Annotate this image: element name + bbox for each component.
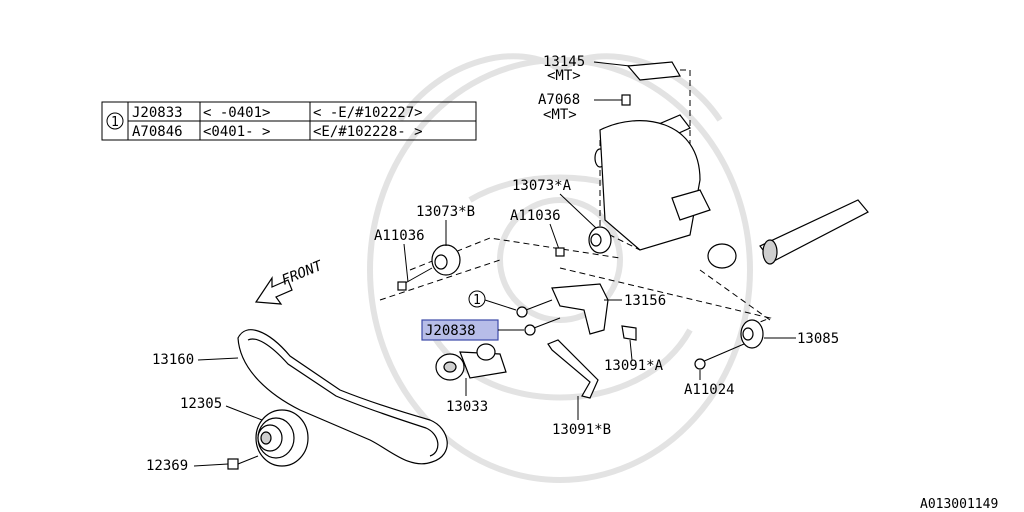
callout-13156: 13156	[624, 293, 666, 309]
callout-12369: 12369	[146, 458, 188, 474]
plate-13091b-part	[547, 339, 599, 399]
callout-j20838[interactable]: J20838	[425, 323, 476, 339]
timing-belt-part	[237, 329, 448, 465]
crank-bolt-part	[227, 455, 259, 470]
callout-a7068-note: <MT>	[543, 107, 577, 123]
idler-pulley-b-part	[399, 244, 461, 287]
tensioner-part	[435, 343, 507, 381]
pulley-13085-part	[740, 319, 764, 349]
callout-a11024: A11024	[684, 382, 735, 398]
callout-13073a: 13073*A	[512, 178, 572, 194]
callout-13160: 13160	[152, 352, 194, 368]
clip-13091a-part	[621, 325, 637, 341]
figure-id: A013001149	[920, 497, 998, 512]
callout-12305: 12305	[180, 396, 222, 412]
callout-a11036-left: A11036	[374, 228, 425, 244]
table-row-1-engine: < -E/#102227>	[313, 105, 423, 121]
crank-sprocket-part	[255, 409, 309, 467]
table-row-1-date: < -0401>	[203, 105, 270, 121]
camshaft-cover-part	[594, 61, 701, 251]
callout-13073b: 13073*B	[416, 204, 475, 220]
table-row-1-part: J20833	[132, 105, 183, 121]
callout-13091b: 13091*B	[552, 422, 611, 438]
callout-13033: 13033	[446, 399, 488, 415]
table-row-2-engine: <E/#102228- >	[313, 124, 423, 140]
bolt-a11024-part	[694, 343, 745, 370]
front-label: FRONT	[280, 257, 327, 288]
callout-13145-note: <MT>	[547, 68, 581, 84]
camshaft-right-part	[671, 189, 869, 269]
variant-table: 1 J20833 < -0401> < -E/#102227> A70846 <…	[101, 101, 477, 141]
front-arrow-icon: FRONT	[254, 257, 327, 305]
table-marker: 1	[111, 115, 119, 130]
idler-pulley-a-part	[588, 226, 612, 254]
table-row-2-date: <0401- >	[203, 124, 270, 140]
callout-13091a: 13091*A	[604, 358, 664, 374]
callout-a7068: A7068	[538, 92, 580, 108]
callout-13145: 13145	[543, 54, 585, 70]
table-row-2-part: A70846	[132, 124, 183, 140]
callout-marker-1: 1	[473, 293, 481, 308]
callout-a11036-right: A11036	[510, 208, 561, 224]
tensioner-bracket-part	[516, 283, 609, 336]
callout-13085: 13085	[797, 331, 839, 347]
